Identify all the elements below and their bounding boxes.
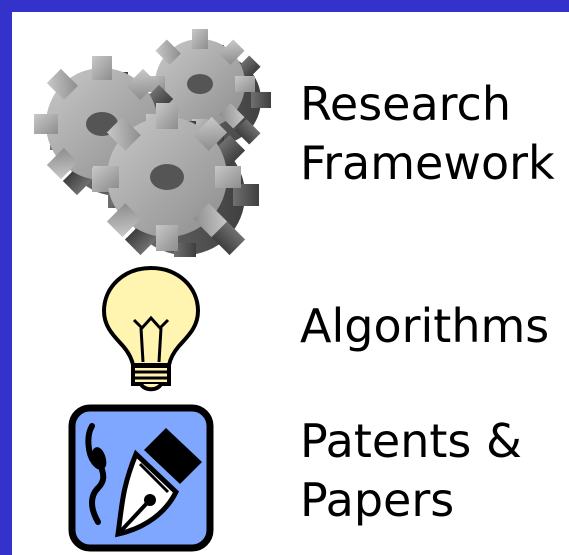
fountain-pen-icon (68, 404, 214, 552)
top-border (0, 0, 569, 12)
gears-icon (22, 22, 302, 257)
research-label: Research (300, 77, 511, 131)
lightbulb-icon (96, 262, 206, 392)
left-border (0, 0, 12, 555)
framework-label: Framework (300, 136, 555, 190)
papers-label: Papers (300, 473, 455, 527)
algorithms-label: Algorithms (300, 299, 550, 353)
patents-label: Patents & (300, 414, 522, 468)
